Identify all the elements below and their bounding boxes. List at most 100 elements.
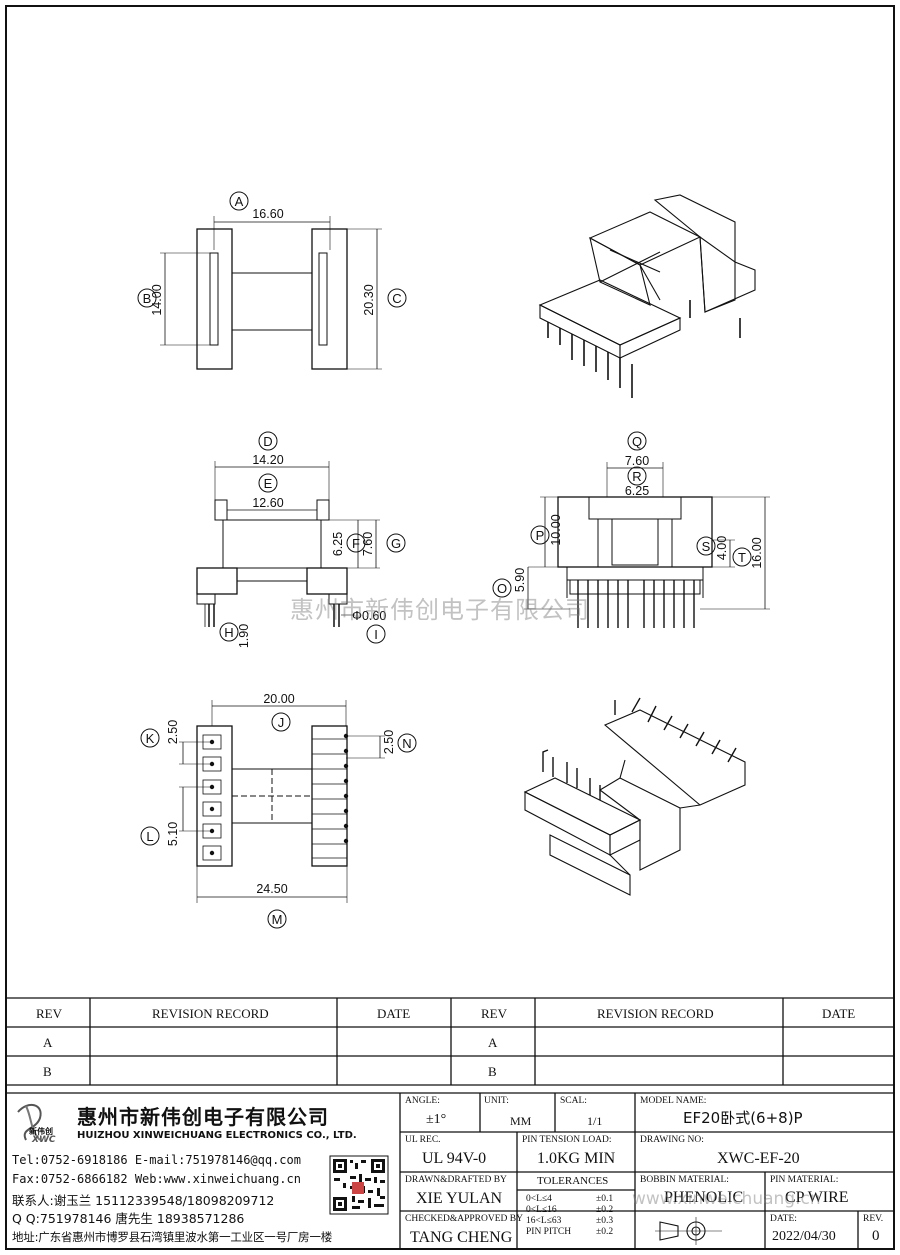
dim-e-value: 12.60 bbox=[252, 496, 283, 510]
dim-f-value: 6.25 bbox=[331, 532, 345, 556]
tol-value-2: ±0.2 bbox=[596, 1205, 614, 1215]
bubble-e: E bbox=[264, 476, 273, 491]
bubble-o: O bbox=[497, 581, 507, 596]
bobbin-material-value: PHENOLIC bbox=[664, 1189, 744, 1206]
tol-range-4: PIN PITCH bbox=[526, 1227, 572, 1237]
company-tel-line: Tel:0752-6918186 E-mail:751978146@qq.com bbox=[12, 1153, 301, 1167]
drawing-frame bbox=[5, 5, 895, 1250]
ul-label: UL REC. bbox=[405, 1135, 441, 1145]
company-fax-line: Fax:0752-6866182 Web:www.xinweichuang.cn bbox=[12, 1172, 301, 1186]
bubble-m: M bbox=[272, 912, 283, 927]
bubble-j: J bbox=[278, 715, 285, 730]
bubble-d: D bbox=[263, 434, 272, 449]
bubble-f: F bbox=[352, 536, 360, 551]
pin-material-label: PIN MATERIAL: bbox=[770, 1175, 839, 1185]
scale-label: SCAL: bbox=[560, 1096, 587, 1106]
scale-value: 1/1 bbox=[587, 1114, 603, 1128]
dim-n-value: 2.50 bbox=[382, 730, 396, 754]
company-qq-line: Q Q:751978146 唐先生 18938571286 bbox=[12, 1211, 245, 1226]
bubble-p: P bbox=[536, 528, 545, 543]
rev-value: 0 bbox=[872, 1228, 880, 1244]
bubble-n: N bbox=[402, 736, 411, 751]
record-header-2: REVISION RECORD bbox=[597, 1006, 714, 1021]
company-address-line: 地址:广东省惠州市博罗县石湾镇里波水第一工业区一号厂房一楼 bbox=[12, 1230, 333, 1244]
bubble-s: S bbox=[702, 539, 711, 554]
dim-r-value: 6.25 bbox=[625, 484, 649, 498]
date-label: DATE: bbox=[770, 1214, 797, 1224]
date-header-2: DATE bbox=[822, 1006, 856, 1021]
company-name-en: HUIZHOU XINWEICHUANG ELECTRONICS CO., LT… bbox=[77, 1130, 357, 1141]
tension-value: 1.0KG MIN bbox=[537, 1150, 616, 1167]
drawing-no-value: XWC-EF-20 bbox=[717, 1150, 800, 1167]
dim-a-value: 16.60 bbox=[252, 207, 283, 221]
model-label: MODEL NAME: bbox=[640, 1096, 707, 1106]
angle-value: ±1° bbox=[426, 1112, 447, 1127]
dim-o-value: 5.90 bbox=[513, 568, 527, 592]
drawing-no-label: DRAWING NO: bbox=[640, 1135, 704, 1145]
dim-h-value: 1.90 bbox=[237, 624, 251, 648]
dim-d-value: 14.20 bbox=[252, 453, 283, 467]
checked-value: TANG CHENG bbox=[410, 1229, 513, 1246]
drawn-value: XIE YULAN bbox=[416, 1190, 503, 1207]
bubble-l: L bbox=[146, 829, 153, 844]
side-view-pins bbox=[577, 580, 695, 628]
dim-q-value: 7.60 bbox=[625, 454, 649, 468]
dim-c-value: 20.30 bbox=[362, 284, 376, 315]
dim-t-value: 16.00 bbox=[750, 537, 764, 568]
dim-g-value: 7.60 bbox=[361, 532, 375, 556]
bottom-view bbox=[140, 700, 417, 929]
ul-value: UL 94V-0 bbox=[422, 1150, 487, 1167]
rev-label: REV. bbox=[863, 1214, 884, 1224]
date-header-1: DATE bbox=[377, 1006, 411, 1021]
rev-header-1: REV bbox=[36, 1006, 62, 1021]
tol-value-3: ±0.3 bbox=[596, 1216, 614, 1226]
rev-row-a-right: A bbox=[488, 1035, 498, 1050]
tol-range-1: 0<L≤4 bbox=[526, 1194, 552, 1204]
record-header-1: REVISION RECORD bbox=[152, 1006, 269, 1021]
bobbin-material-label: BOBBIN MATERIAL: bbox=[640, 1175, 729, 1185]
dim-i-value: Φ0.60 bbox=[352, 609, 386, 623]
rev-row-b-left: B bbox=[43, 1064, 52, 1079]
rev-header-2: REV bbox=[481, 1006, 507, 1021]
rev-row-a-left: A bbox=[43, 1035, 53, 1050]
dim-m-value: 24.50 bbox=[256, 882, 287, 896]
bubble-g: G bbox=[391, 536, 401, 551]
unit-label: UNIT: bbox=[484, 1096, 509, 1106]
bubble-q: Q bbox=[632, 434, 642, 449]
company-logo-mark bbox=[17, 1103, 42, 1141]
title-block-lines bbox=[5, 1092, 895, 1250]
date-value: 2022/04/30 bbox=[772, 1229, 836, 1244]
bubble-a: A bbox=[235, 194, 244, 209]
bubble-k: K bbox=[146, 731, 155, 746]
unit-value: MM bbox=[510, 1114, 532, 1128]
tol-value-1: ±0.1 bbox=[596, 1194, 614, 1204]
isometric-view-bottom bbox=[523, 697, 746, 896]
dim-s-value: 4.00 bbox=[715, 536, 729, 560]
tol-range-3: 16<L≤63 bbox=[526, 1216, 562, 1226]
rev-row-b-right: B bbox=[488, 1064, 497, 1079]
isometric-view-top bbox=[538, 194, 756, 398]
logo-text-en: XWC bbox=[32, 1135, 56, 1145]
drawn-label: DRAWN&DRAFTED BY bbox=[405, 1175, 507, 1185]
dim-j-value: 20.00 bbox=[263, 692, 294, 706]
checked-label: CHECKED&APPROVED BY bbox=[405, 1214, 523, 1224]
tol-value-4: ±0.2 bbox=[596, 1227, 614, 1237]
bubble-b: B bbox=[143, 291, 152, 306]
top-view bbox=[137, 191, 407, 370]
bubble-t: T bbox=[738, 550, 746, 565]
dim-p-value: 10.00 bbox=[549, 514, 563, 545]
angle-label: ANGLE: bbox=[405, 1096, 440, 1106]
company-contact-line: 联系人:谢玉兰 15112339548/18098209712 bbox=[12, 1193, 275, 1208]
bubble-r: R bbox=[632, 469, 641, 484]
watermark-website: www.xinweichuang.cn bbox=[632, 1189, 821, 1209]
projection-symbol bbox=[655, 1217, 722, 1245]
front-view bbox=[196, 431, 406, 644]
pin-material-value: CP WIRE bbox=[785, 1189, 849, 1206]
qr-code bbox=[329, 1155, 389, 1215]
tolerances-label: TOLERANCES bbox=[537, 1175, 609, 1187]
tol-range-2: 0<L≤16 bbox=[526, 1205, 557, 1215]
bubble-h: H bbox=[224, 625, 233, 640]
dim-l-value: 5.10 bbox=[166, 822, 180, 846]
